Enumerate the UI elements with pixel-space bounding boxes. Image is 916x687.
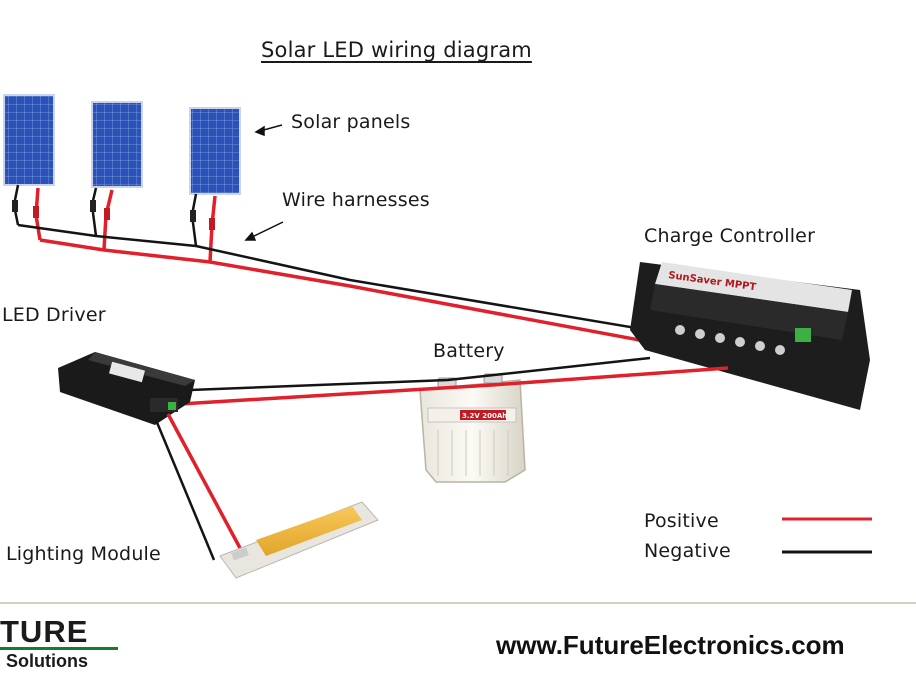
- module-negative-wire: [154, 419, 216, 561]
- brand-logo-text: TURE: [0, 614, 89, 649]
- brand-logo-subtext: Solutions: [6, 651, 88, 671]
- harness-connectors: [12, 200, 215, 230]
- battery-label-text: 3.2V 200Ah: [462, 412, 507, 420]
- harness-positive-trunk: [39, 238, 651, 344]
- lighting-module: [219, 501, 379, 579]
- footer-divider: [0, 602, 916, 604]
- battery-label: Battery: [433, 340, 505, 362]
- battery-positive-wire: [179, 366, 729, 406]
- solar-panel-3: [189, 107, 241, 195]
- led-driver-label: LED Driver: [2, 304, 106, 326]
- brand-logo-bar: [0, 647, 118, 650]
- battery: 3.2V 200Ah: [419, 373, 526, 483]
- module-positive-wire: [166, 413, 242, 549]
- diagram-title: Solar LED wiring diagram: [261, 38, 532, 62]
- website-url: www.FutureElectronics.com: [496, 630, 845, 660]
- solar-panels-label: Solar panels: [291, 111, 411, 133]
- lighting-module-label: Lighting Module: [6, 543, 161, 565]
- solar-panels-arrow: [254, 124, 283, 137]
- legend-negative-label: Negative: [644, 540, 731, 562]
- charge-controller: SunSaver MPPT: [630, 262, 870, 410]
- charge-controller-label: Charge Controller: [644, 225, 816, 247]
- wire-harnesses-arrow: [244, 221, 284, 241]
- wire-harnesses-label: Wire harnesses: [282, 189, 430, 211]
- legend-positive-label: Positive: [644, 510, 719, 532]
- led-driver: [58, 352, 195, 425]
- battery-negative-wire: [189, 356, 651, 392]
- solar-panel-2: [91, 101, 143, 188]
- solar-panel-1: [3, 94, 55, 186]
- harness-negative-trunk: [17, 223, 661, 334]
